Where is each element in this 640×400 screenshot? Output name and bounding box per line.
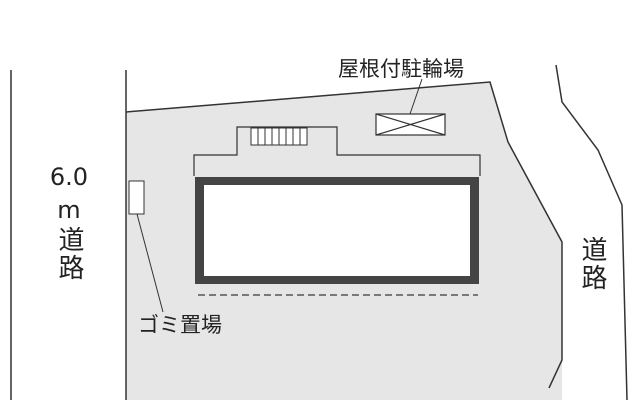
road-left-unit-label: m	[57, 196, 81, 224]
garbage-area-label: ゴミ置場	[138, 313, 222, 337]
bicycle-parking-icon	[375, 113, 446, 136]
bicycle-parking-label: 屋根付駐輪場	[338, 57, 464, 81]
building-upper-outline	[193, 126, 481, 176]
road-left-label: 道路	[54, 226, 84, 282]
garbage-area-icon	[128, 180, 145, 215]
bike-parking-leader	[409, 78, 423, 115]
road-left-width-label: 6.0	[49, 163, 89, 191]
garbage-area-leader	[136, 213, 164, 313]
road-right-label: 道路	[577, 236, 607, 292]
stairs-icon	[250, 127, 308, 146]
right-road-edge	[555, 64, 628, 400]
main-building-inner	[204, 185, 470, 276]
site-lot-top-edge	[125, 81, 563, 389]
